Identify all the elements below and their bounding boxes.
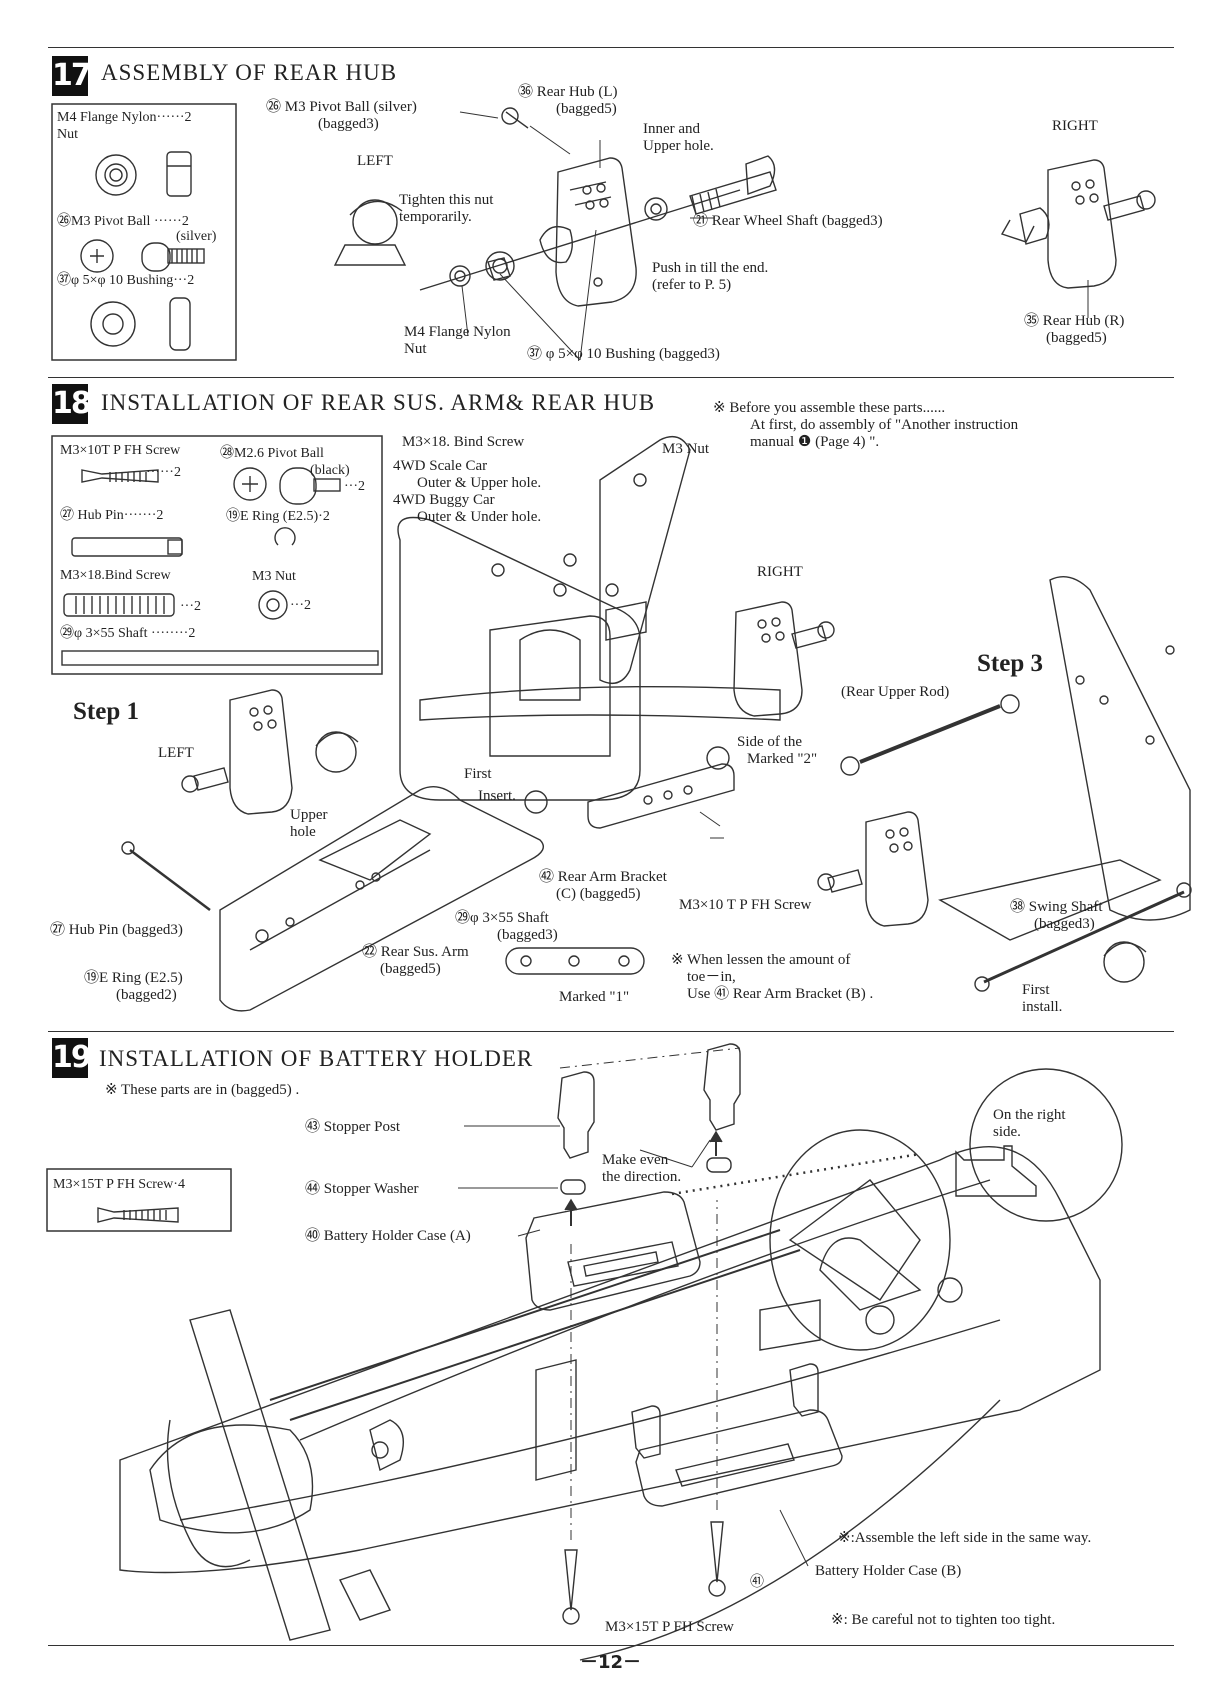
bottom-rule [48, 1645, 1174, 1646]
label-first-install-2: install. [1022, 999, 1063, 1015]
note-bagged5: ※ These parts are in (bagged5) . [105, 1082, 300, 1098]
part-pivot-ball-black-qty: ···2 [344, 479, 365, 494]
label-careful: ※: Be careful not to tighten too tight. [831, 1612, 1056, 1628]
label-toe-in-2: toe－in, [687, 969, 736, 985]
label-side-marked-2: Marked "2" [747, 751, 818, 767]
label-m3-nut: M3 Nut [662, 441, 710, 457]
label-assemble-left: ※:Assemble the left side in the same way… [838, 1530, 1092, 1546]
part-pivot-ball-black: ㉘M2.6 Pivot Ball [220, 446, 324, 461]
label-right-17: RIGHT [1052, 118, 1098, 134]
label-bind-screw: M3×18. Bind Screw [402, 434, 525, 450]
label-tighten-2: temporarily. [399, 209, 472, 225]
part-m3-nut-qty: ···2 [290, 598, 311, 613]
label-rear-sus-arm: ㉒ Rear Sus. Arm [362, 944, 469, 960]
label-rear-hub-r-bag: (bagged5) [1046, 330, 1107, 346]
label-pivot-ball-bag: (bagged3) [318, 116, 379, 132]
label-flange-nut-2: Nut [404, 341, 427, 357]
step1-label: Step 1 [73, 698, 139, 725]
section-title-19: INSTALLATION OF BATTERY HOLDER [99, 1046, 534, 1071]
label-make-even: Make even [602, 1152, 669, 1168]
label-battery-holder-b: Battery Holder Case (B) [815, 1563, 962, 1579]
label-inner-upper-2: Upper hole. [643, 138, 714, 154]
top-rule [48, 47, 1174, 48]
label-right-side: On the right [993, 1107, 1066, 1123]
page-number: －12－ [580, 1652, 642, 1673]
label-e-ring: ⑲E Ring (E2.5) [84, 970, 183, 986]
label-tighten: Tighten this nut [399, 192, 494, 208]
label-push: Push in till the end. [652, 260, 769, 276]
part-shaft: ㉙φ 3×55 Shaft ········2 [60, 626, 196, 641]
part-m3x15-screw: M3×15T P FH Screw·4 [53, 1177, 185, 1192]
part-flange-nut-2: Nut [57, 127, 78, 142]
label-rear-wheel-shaft: ㉑ Rear Wheel Shaft (bagged3) [693, 213, 883, 229]
label-rear-arm-bracket: ㊷ Rear Arm Bracket [539, 869, 667, 885]
label-rear-hub-l: ㊱ Rear Hub (L) [518, 84, 618, 100]
part-bind-screw-qty: ···2 [180, 599, 201, 614]
label-m3x15-screw: M3×15T P FH Screw [605, 1619, 734, 1635]
label-part-41: ㊶ [750, 1575, 764, 1590]
part-m3x10-qty: ······2 [146, 465, 181, 480]
label-first-insert-2: Insert. [478, 788, 516, 804]
part-m3-nut: M3 Nut [252, 569, 296, 584]
label-shaft: ㉙φ 3×55 Shaft [455, 910, 549, 926]
label-bushing: ㊲ φ 5×φ 10 Bushing (bagged3) [527, 346, 720, 362]
part-pivot-ball-black-color: (black) [310, 463, 350, 478]
step-number-18: 18 [52, 384, 92, 424]
label-hub-pin: ㉗ Hub Pin (bagged3) [50, 922, 183, 938]
label-rear-hub-l-bag: (bagged5) [556, 101, 617, 117]
label-buggy-car: 4WD Buggy Car [393, 492, 495, 508]
section-title-17: ASSEMBLY OF REAR HUB [101, 60, 398, 85]
label-swing-shaft: ㊳ Swing Shaft [1010, 899, 1103, 915]
label-upper-hole: Upper [290, 807, 328, 823]
label-marked-1: Marked "1" [559, 989, 630, 1005]
label-make-even-2: the direction. [602, 1169, 682, 1185]
note-before-assembly: ※ Before you assemble these parts...... [713, 400, 946, 416]
label-swing-shaft-2: (bagged3) [1034, 916, 1095, 932]
label-toe-in-3: Use ㊶ Rear Arm Bracket (B) . [687, 986, 874, 1002]
step-number-17: 17 [52, 56, 92, 96]
note-before-assembly-2: At first, do assembly of "Another instru… [750, 417, 1019, 433]
rule-18-19 [48, 1031, 1174, 1032]
note-before-assembly-3: manual ❶ (Page 4) ". [750, 434, 880, 450]
label-right-18: RIGHT [757, 564, 803, 580]
step-number-19: 19 [52, 1038, 92, 1078]
label-pivot-ball: ㉖ M3 Pivot Ball (silver) [266, 99, 417, 115]
part-e-ring: ⑲E Ring (E2.5)·2 [226, 509, 330, 524]
label-right-side-2: side. [993, 1124, 1021, 1140]
label-shaft-2: (bagged3) [497, 927, 558, 943]
label-scale-car-2: Outer & Upper hole. [417, 475, 542, 491]
step3-label: Step 3 [977, 650, 1043, 677]
part-bind-screw: M3×18.Bind Screw [60, 568, 171, 583]
part-bushing: ㊲φ 5×φ 10 Bushing···2 [57, 273, 195, 288]
part-hub-pin: ㉗ Hub Pin·······2 [60, 508, 164, 523]
label-side-marked: Side of the [737, 734, 802, 750]
label-flange-nut: M4 Flange Nylon [404, 324, 511, 340]
label-stopper-washer: ㊹ Stopper Washer [305, 1181, 419, 1197]
label-rear-sus-arm-2: (bagged5) [380, 961, 441, 977]
label-rear-hub-r: ㉟ Rear Hub (R) [1024, 313, 1125, 329]
label-left-18: LEFT [158, 745, 194, 761]
label-e-ring-2: (bagged2) [116, 987, 177, 1003]
label-battery-holder-a: ㊵ Battery Holder Case (A) [305, 1228, 471, 1244]
label-m3x10-screw: M3×10 T P FH Screw [679, 897, 812, 913]
label-left-17: LEFT [357, 153, 393, 169]
label-inner-upper: Inner and [643, 121, 701, 137]
part-m3x10-screw: M3×10T P FH Screw [60, 443, 181, 458]
label-toe-in: ※ When lessen the amount of [671, 952, 851, 968]
label-rear-upper-rod: (Rear Upper Rod) [841, 684, 950, 700]
label-first-install: First [1022, 982, 1050, 998]
rule-17-18 [48, 377, 1174, 378]
label-upper-hole-2: hole [290, 824, 316, 840]
part-pivot-ball: ㉖M3 Pivot Ball ······2 [57, 214, 189, 229]
section-title-18: INSTALLATION OF REAR SUS. ARM& REAR HUB [101, 390, 656, 415]
label-scale-car: 4WD Scale Car [393, 458, 488, 474]
label-buggy-car-2: Outer & Under hole. [417, 509, 542, 525]
label-stopper-post: ㊸ Stopper Post [305, 1119, 401, 1135]
label-push-2: (refer to P. 5) [652, 277, 732, 293]
part-flange-nut: M4 Flange Nylon······2 [57, 110, 192, 125]
part-pivot-ball-color: (silver) [176, 229, 217, 244]
label-first-insert: First [464, 766, 492, 782]
label-rear-arm-bracket-2: (C) (bagged5) [556, 886, 641, 902]
